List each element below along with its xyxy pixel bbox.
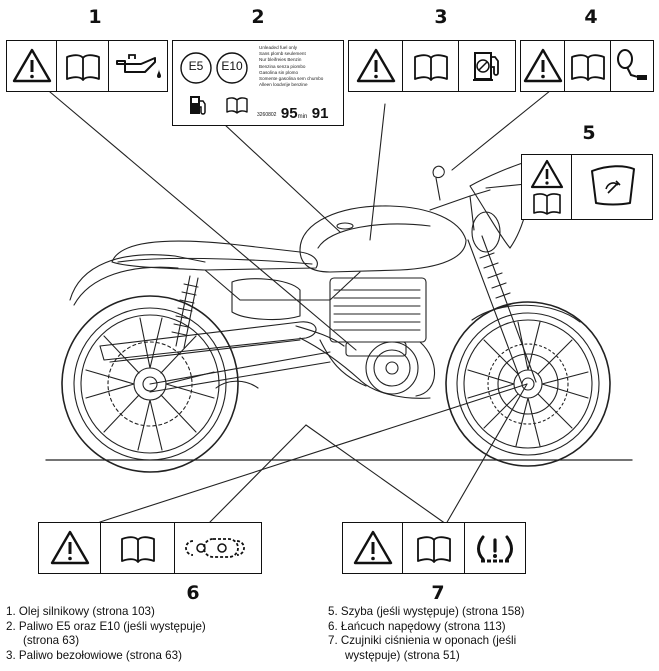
label-2-fuel-grade: E5 E10 Unleaded fuel only Sans plomb seu… — [172, 40, 344, 126]
legend-item-3: 3. Paliwo bezołowiowe (strona 63) — [6, 648, 182, 662]
drive-chain-icon — [185, 538, 245, 558]
legend-item-7-cont: występuje) (strona 51) — [345, 648, 460, 662]
open-book-icon — [66, 54, 100, 81]
fuel-nozzle-prohibited-icon — [473, 52, 499, 81]
swingarm — [149, 351, 331, 393]
label-6-drive-chain — [38, 522, 262, 574]
rear-shock — [171, 275, 199, 349]
label-5-windscreen — [521, 154, 653, 220]
open-book-icon — [571, 54, 605, 81]
callout-number-1: 1 — [88, 6, 102, 28]
callout-number-4: 4 — [584, 6, 598, 28]
callout-number-6: 6 — [186, 582, 200, 604]
legend-item-2: 2. Paliwo E5 oraz E10 (jeśli występuje) — [6, 619, 206, 633]
label-7-tyre-pressure — [342, 522, 526, 574]
warning-triangle-icon — [523, 48, 563, 83]
leader-lines — [49, 77, 567, 525]
open-book-icon — [533, 193, 561, 215]
seat — [111, 240, 318, 271]
callout-number-3: 3 — [434, 6, 448, 28]
mirror — [432, 165, 445, 201]
open-book-icon — [414, 54, 448, 81]
fuel-tank — [299, 205, 467, 273]
warning-triangle-icon — [353, 530, 393, 565]
rear-wheel — [61, 295, 239, 473]
mirror-icon — [617, 49, 647, 80]
tyre-pressure-icon — [477, 535, 513, 563]
legend-right: 5. Szyba (jeśli występuje) (strona 158) … — [328, 605, 525, 663]
front-wheel — [445, 301, 611, 467]
callout-number-7: 7 — [431, 582, 445, 604]
engine — [319, 277, 436, 397]
oil-can-icon — [116, 54, 161, 78]
exhaust — [99, 321, 317, 361]
label-3-unleaded-fuel — [348, 40, 516, 92]
fuel-pump-icon — [190, 96, 206, 115]
windscreen-icon — [591, 165, 635, 206]
legend-left: 1. Olej silnikowy (strona 103) 2. Paliwo… — [6, 605, 206, 663]
fuel-e10-label: E10 — [221, 59, 243, 73]
front-fork — [467, 235, 537, 385]
callout-number-2: 2 — [251, 6, 265, 28]
fuel-fine-print: Unleaded fuel only Sans plomb seulement … — [259, 45, 324, 88]
fuel-octane: 3260802 95min 91 — [257, 105, 329, 122]
warning-triangle-icon — [50, 530, 90, 565]
e5-circle-icon — [180, 52, 212, 84]
open-book-icon — [417, 536, 451, 563]
e10-circle-icon — [216, 52, 248, 84]
warning-triangle-icon — [356, 48, 396, 83]
open-book-icon — [121, 536, 155, 563]
legend-item-1: 1. Olej silnikowy (strona 103) — [6, 605, 155, 618]
legend-item-5: 5. Szyba (jeśli występuje) (strona 158) — [328, 605, 525, 618]
open-book-icon — [226, 97, 248, 114]
callout-number-5: 5 — [582, 122, 596, 144]
label-1-engine-oil — [6, 40, 168, 92]
legend-item-6: 6. Łańcuch napędowy (strona 113) — [328, 619, 506, 633]
warning-triangle-icon — [530, 159, 564, 189]
label-4-mirror — [520, 40, 654, 92]
legend-item-2-cont: (strona 63) — [23, 634, 80, 648]
rear-fender — [69, 254, 206, 301]
fuel-e5-label: E5 — [188, 59, 204, 73]
warning-triangle-icon — [12, 48, 52, 83]
legend-item-7: 7. Czujniki ciśnienia w oponach (jeśli — [328, 634, 517, 648]
